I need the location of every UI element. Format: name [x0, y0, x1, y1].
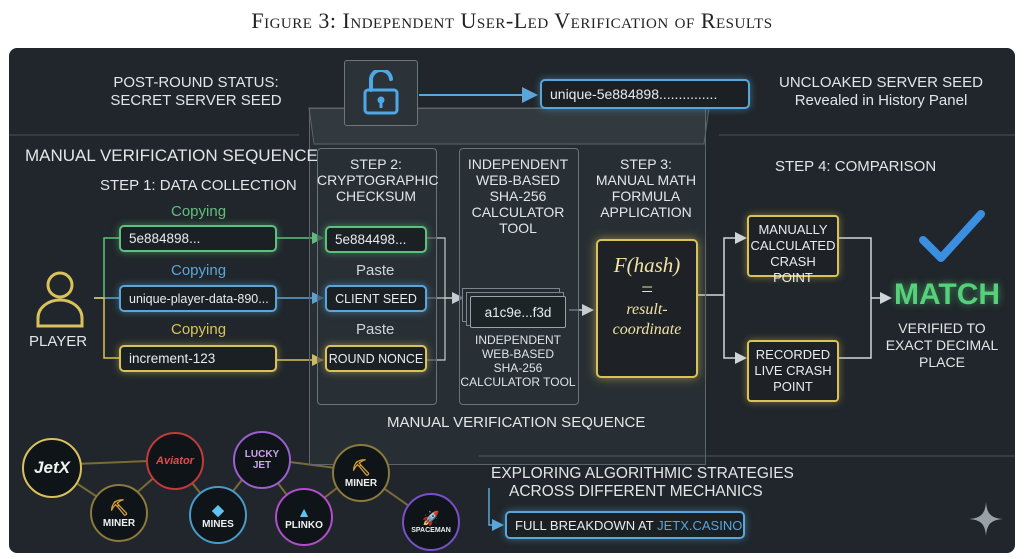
- diamond-icon: ◆: [212, 501, 224, 519]
- lock-box: [344, 60, 418, 126]
- game-node-mines[interactable]: ◆ MINES: [189, 486, 247, 544]
- formula-bottom-2: coordinate: [612, 321, 682, 338]
- status-line2: SECRET SERVER SEED: [110, 92, 282, 109]
- figure-title: Figure 3: Independent User-Led Verificat…: [251, 8, 773, 33]
- paste-label-2: Paste: [356, 321, 395, 338]
- step2-title-3: CHECKSUM: [335, 188, 417, 204]
- verified-line-1: VERIFIED TO: [898, 320, 986, 336]
- game-label: Aviator: [156, 455, 194, 467]
- nonce-field: increment-123: [119, 345, 277, 372]
- pickaxe-icon: ⛏: [350, 459, 372, 477]
- calc-title-5: TOOL: [499, 220, 537, 236]
- sequence-title: MANUAL VERIFICATION SEQUENCE: [25, 146, 318, 165]
- explore-line1: EXPLORING ALGORITHMIC STRATEGIES: [491, 465, 794, 482]
- paste-label-1: Paste: [356, 262, 395, 279]
- step3-title-4: APPLICATION: [600, 204, 692, 220]
- uncloaked-title: UNCLOAKED SERVER SEED: [779, 74, 983, 91]
- calculated-crash-box: MANUALLY CALCULATED CRASH POINT: [747, 215, 839, 285]
- step3-title-3: FORMULA: [611, 188, 681, 204]
- calc-caption-3: SHA-256: [493, 361, 543, 375]
- formula-box: F(hash) = result- coordinate: [596, 239, 698, 378]
- uncloaked-subtitle: Revealed in History Panel: [794, 92, 968, 109]
- formula-equals: =: [639, 277, 655, 301]
- checkmark-icon: [919, 210, 985, 262]
- triangle-icon: ▲: [297, 503, 311, 520]
- breakdown-site: JETX.CASINO: [657, 517, 743, 533]
- step2-title-2: CRYPTOGRAPHIC: [317, 172, 439, 188]
- calculated-line-1: MANUALLY: [758, 222, 828, 237]
- game-label: LUCKY JET: [244, 449, 280, 471]
- calculated-line-3: CRASH POINT: [770, 254, 816, 285]
- copy-label-1: Copying: [171, 203, 227, 220]
- game-node-plinko[interactable]: ▲ PLINKO: [275, 488, 333, 546]
- player-label: PLAYER: [29, 333, 88, 350]
- game-label: MINER: [102, 517, 136, 529]
- game-node-miner-2[interactable]: ⛏ MINER: [90, 484, 148, 542]
- copy-label-3: Copying: [171, 321, 227, 338]
- calc-title-2: WEB-BASED: [475, 172, 560, 188]
- recorded-line-1: RECORDED: [755, 347, 831, 362]
- recorded-crash-box: RECORDED LIVE CRASH POINT: [747, 340, 839, 402]
- game-label: PLINKO: [285, 519, 323, 531]
- recorded-line-2: LIVE CRASH: [754, 363, 832, 378]
- recorded-line-3: POINT: [773, 379, 813, 394]
- calc-caption-1: INDEPENDENT: [474, 333, 561, 347]
- calculator-panel: [459, 148, 579, 405]
- game-label: SPACEMAN: [411, 527, 451, 534]
- diagram-panel: POST-ROUND STATUS: SECRET SERVER SEED un…: [9, 48, 1015, 553]
- match-label: MATCH: [894, 278, 1001, 311]
- unlock-icon: [363, 70, 399, 115]
- client-seed-field: unique-player-data-890...: [119, 285, 277, 312]
- breakdown-prefix: FULL BREAKDOWN AT: [515, 517, 658, 533]
- game-label: JetX: [34, 458, 70, 477]
- calc-title-4: CALCULATOR: [471, 204, 565, 220]
- verified-line-2: EXACT DECIMAL: [885, 337, 999, 353]
- formula-bottom-1: result-: [626, 301, 668, 318]
- status-line1: POST-ROUND STATUS:: [113, 74, 279, 91]
- bottom-sequence-label: MANUAL VERIFICATION SEQUENCE: [387, 414, 646, 431]
- player-icon: [36, 271, 84, 328]
- step3-title-2: MANUAL MATH: [595, 172, 697, 188]
- pasted-hash-field: 5e884498...: [325, 226, 427, 253]
- formula-top: F(hash): [613, 253, 681, 277]
- step1-title: STEP 1: DATA COLLECTION: [100, 177, 297, 194]
- game-node-miner-1[interactable]: ⛏ MINER: [332, 444, 390, 502]
- step3-title-1: STEP 3:: [620, 156, 672, 172]
- game-label: MINES: [202, 518, 234, 530]
- client-seed-box: CLIENT SEED: [325, 285, 427, 312]
- calc-caption-2: WEB-BASED: [481, 347, 554, 361]
- game-node-jetx[interactable]: JetX: [22, 438, 82, 498]
- breakdown-link[interactable]: FULL BREAKDOWN AT JETX.CASINO: [505, 511, 745, 539]
- game-node-spaceman[interactable]: 🚀 SPACEMAN: [402, 493, 460, 551]
- game-label: MINER: [344, 477, 378, 489]
- sparkle-icon: [969, 502, 1003, 536]
- step4-title: STEP 4: COMPARISON: [775, 158, 937, 175]
- server-hash-field: 5e884898...: [119, 225, 277, 252]
- hash-result-field: a1c9e...f3d: [470, 296, 566, 328]
- rocket-icon: 🚀: [422, 510, 440, 526]
- calc-title-1: INDEPENDENT: [467, 156, 569, 172]
- step2-title-1: STEP 2:: [350, 156, 402, 172]
- game-node-aviator[interactable]: Aviator: [146, 432, 204, 490]
- game-node-luckyjet[interactable]: LUCKY JET: [233, 431, 291, 489]
- calc-title-3: SHA-256: [489, 188, 547, 204]
- copy-label-2: Copying: [171, 262, 227, 279]
- round-nonce-box: ROUND NONCE: [325, 345, 427, 372]
- explore-line2: ACROSS DIFFERENT MECHANICS: [509, 483, 763, 500]
- server-seed-field: unique-5e884898...............: [540, 79, 750, 109]
- calculated-line-2: CALCULATED: [750, 238, 836, 253]
- calc-caption-4: CALCULATOR TOOL: [460, 375, 576, 389]
- pickaxe-icon: ⛏: [108, 499, 130, 517]
- verified-line-3: PLACE: [919, 354, 965, 370]
